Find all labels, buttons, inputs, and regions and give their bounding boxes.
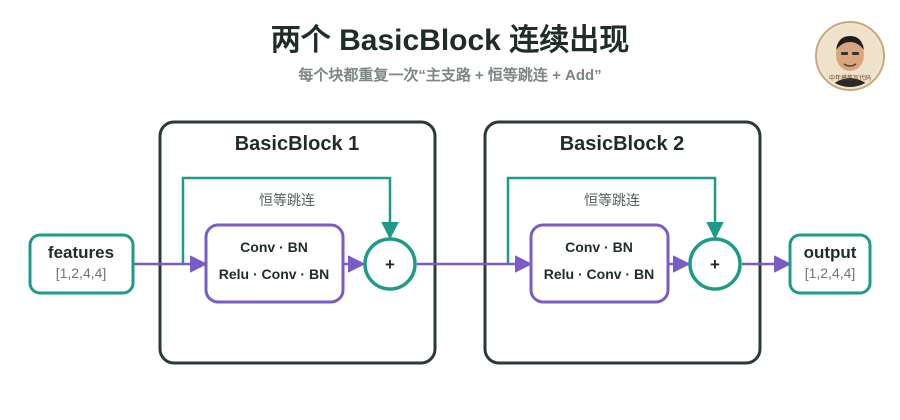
basicblock-2-title: BasicBlock 2 [560,133,685,155]
page-title: 两个 BasicBlock 连续出现 [271,24,629,57]
output-shape: [1,2,4,4] [805,265,856,281]
block-1-op-2: Relu · Conv · BN [219,266,329,282]
skip-connection-1 [181,176,399,264]
block-1-ops-box: Conv · BN Relu · Conv · BN [204,223,345,304]
basicblock-1-title: BasicBlock 1 [235,133,360,155]
input-shape: [1,2,4,4] [56,265,107,281]
block-2-ops-box: Conv · BN Relu · Conv · BN [529,223,670,304]
output-node: output [1,2,4,4] [788,233,872,295]
add-symbol-1: + [385,255,395,274]
add-node-1: + [363,237,417,291]
input-features-node: features [1,2,4,4] [28,233,135,295]
block-2-op-1: Conv · BN [565,239,633,255]
add-node-2: + [688,237,742,291]
person-avatar-icon [819,25,881,87]
add-symbol-2: + [710,255,720,274]
skip-label-2: 恒等跳连 [584,192,640,209]
output-label: output [804,243,857,262]
skip-connection-2 [506,176,724,264]
avatar: 中年摸笔写代码 [815,21,885,91]
page-subtitle: 每个块都重复一次“主支路 + 恒等跳连 + Add” [298,66,601,84]
input-label: features [48,243,114,262]
avatar-caption: 中年摸笔写代码 [829,74,871,82]
skip-label-1: 恒等跳连 [259,192,315,209]
block-2-op-2: Relu · Conv · BN [544,266,654,282]
block-1-op-1: Conv · BN [240,239,308,255]
